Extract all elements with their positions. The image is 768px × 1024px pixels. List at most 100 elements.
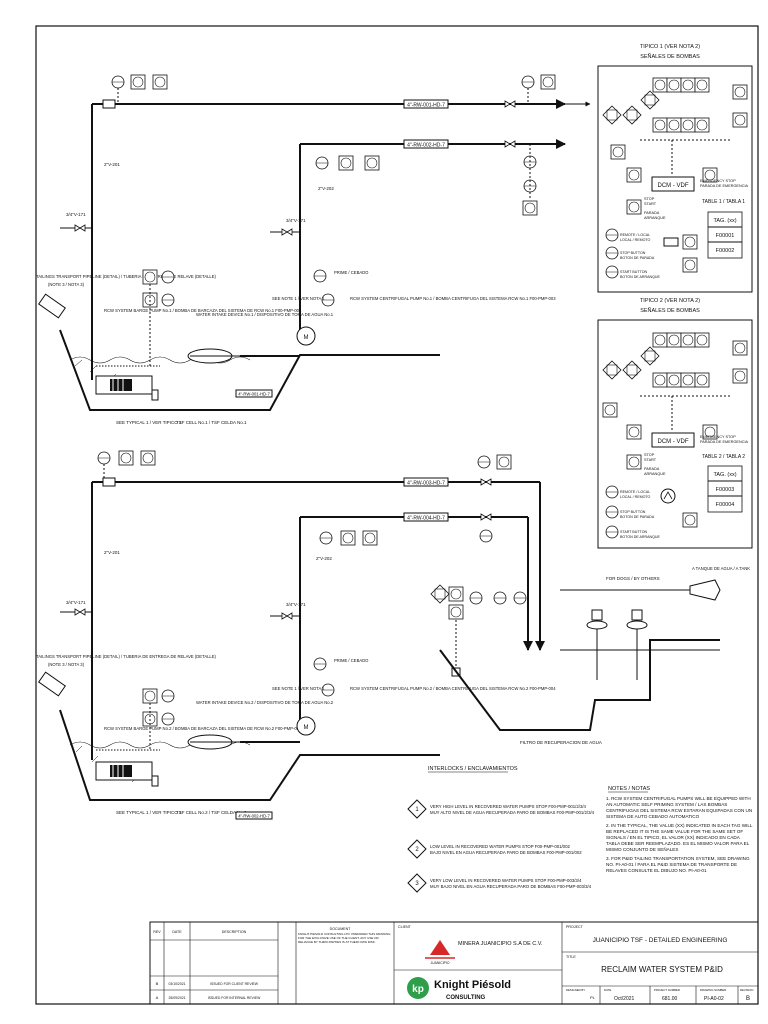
svg-text:DESCRIPTION: DESCRIPTION <box>222 930 247 934</box>
svg-text:BAJO NIVEL EN AGUA RECUPERADA: BAJO NIVEL EN AGUA RECUPERADA PARO DE BO… <box>430 850 582 855</box>
svg-text:REMOTE / LOCAL: REMOTE / LOCAL <box>620 233 650 237</box>
svg-text:F00003: F00003 <box>716 487 735 493</box>
svg-text:TITLE: TITLE <box>566 955 576 959</box>
client-name: MINERA JUANICIPIO S.A DE C.V. <box>458 941 543 947</box>
svg-text:WATER INTAKE DEVICE No.2 / DIS: WATER INTAKE DEVICE No.2 / DISPOSITIVO D… <box>196 700 334 705</box>
barge-pump-label-1: RCW SYSTEM BARGE PUMP No.1 / BOMBA DE BA… <box>104 308 302 313</box>
svg-text:3/4"V-171: 3/4"V-171 <box>66 212 86 217</box>
svg-text:M: M <box>304 335 309 341</box>
svg-text:M: M <box>304 725 309 731</box>
svg-text:TABLE 2 / TABLA 2: TABLE 2 / TABLA 2 <box>702 454 745 460</box>
svg-text:A: A <box>156 995 159 1000</box>
consultant-logo: kp <box>407 977 429 999</box>
svg-text:PI-A0-02: PI-A0-02 <box>704 996 724 1002</box>
svg-text:BOTON DE PARADA: BOTON DE PARADA <box>620 256 655 260</box>
svg-text:VERY LOW LEVEL IN RECOVERED WA: VERY LOW LEVEL IN RECOVERED WATER PUMPS … <box>430 878 582 883</box>
svg-text:3/4"V-171: 3/4"V-171 <box>66 600 86 605</box>
svg-text:SEE TYPICAL 1 / VER TIPICO 1: SEE TYPICAL 1 / VER TIPICO 1 <box>116 810 182 815</box>
svg-text:4"-RW-002-HD-7: 4"-RW-002-HD-7 <box>238 814 270 819</box>
consultant-name: Knight Piésold <box>434 979 511 991</box>
svg-text:B: B <box>746 996 750 1002</box>
svg-text:DCM - VDF: DCM - VDF <box>658 439 689 445</box>
svg-text:FOR DOGS / BY OTHERS: FOR DOGS / BY OTHERS <box>606 576 660 581</box>
svg-text:EMERGENCY STOP: EMERGENCY STOP <box>700 435 736 439</box>
svg-text:BOTON DE ARRANQUE: BOTON DE ARRANQUE <box>620 275 660 279</box>
svg-text:ISSUED FOR CLIENT REVIEW: ISSUED FOR CLIENT REVIEW <box>210 982 259 986</box>
svg-text:DOCUMENT: DOCUMENT <box>330 927 352 931</box>
document-disclaimer: KNIGHT PIESOLD CONSULTING LTD. PREPARED … <box>298 932 391 944</box>
svg-text:TAG. (xx): TAG. (xx) <box>713 218 736 224</box>
svg-text:BOTON DE PARADA: BOTON DE PARADA <box>620 515 655 519</box>
svg-text:JUANICIPIO: JUANICIPIO <box>430 961 449 965</box>
svg-text:PRIME / CEBADO: PRIME / CEBADO <box>334 658 369 663</box>
svg-text:DRAWING NUMBER: DRAWING NUMBER <box>700 988 726 992</box>
svg-text:25/09/2021: 25/09/2021 <box>169 996 186 1000</box>
svg-text:BOTON DE ARRANQUE: BOTON DE ARRANQUE <box>620 535 660 539</box>
svg-text:3: 3 <box>415 881 419 887</box>
svg-text:F00002: F00002 <box>716 248 735 254</box>
svg-text:STOP BUTTON: STOP BUTTON <box>620 251 646 255</box>
svg-text:ARRANQUE: ARRANQUE <box>644 216 666 220</box>
client-logo <box>425 940 455 959</box>
svg-text:3/4"V-171: 3/4"V-171 <box>286 602 306 607</box>
svg-text:SEÑALES DE BOMBAS: SEÑALES DE BOMBAS <box>640 53 700 60</box>
interlocks-section: INTERLOCKS / ENCLAVAMIENTOS 1 VERY HIGH … <box>407 766 595 893</box>
line-label-4: 4"-RW-004-HD-7 <box>407 516 445 522</box>
svg-text:LOW LEVEL IN RECOVERED WATER P: LOW LEVEL IN RECOVERED WATER PUMPS STOP … <box>430 844 570 849</box>
svg-text:START BUTTON: START BUTTON <box>620 530 647 534</box>
svg-text:(NOTE 3 / NOTA 3): (NOTE 3 / NOTA 3) <box>48 662 85 667</box>
interlock-item: 2 LOW LEVEL IN RECOVERED WATER PUMPS STO… <box>407 839 582 859</box>
project-name: JUANICIPIO TSF - DETAILED ENGINEERING <box>593 937 728 944</box>
drawing-title: RECLAIM WATER SYSTEM P&ID <box>601 965 723 974</box>
svg-text:PROJECT NUMBER: PROJECT NUMBER <box>654 988 680 992</box>
flow-instrument <box>111 75 125 89</box>
svg-text:LOCAL / REMOTO: LOCAL / REMOTO <box>620 495 651 499</box>
svg-text:PL: PL <box>590 995 596 1000</box>
svg-text:PARADA: PARADA <box>644 467 660 471</box>
svg-text:STOP BUTTON: STOP BUTTON <box>620 510 646 514</box>
svg-text:EMERGENCY STOP: EMERGENCY STOP <box>700 179 736 183</box>
svg-text:REMOTE / LOCAL: REMOTE / LOCAL <box>620 490 650 494</box>
svg-text:F00004: F00004 <box>716 502 735 508</box>
svg-text:3/4"V-171: 3/4"V-171 <box>286 218 306 223</box>
svg-text:CONSULTING: CONSULTING <box>446 995 486 1001</box>
notes-title: NOTES / NOTAS <box>608 786 650 792</box>
dcs-indicator <box>152 74 168 90</box>
system-1: 4"-RW-001-HD-7 4"-RW-002-HD-7 2"V-201 2"… <box>36 74 591 425</box>
interlocks-title: INTERLOCKS / ENCLAVAMIENTOS <box>428 766 518 772</box>
svg-text:Oct/2021: Oct/2021 <box>614 996 635 1002</box>
svg-text:VERY HIGH LEVEL IN RECOVERED W: VERY HIGH LEVEL IN RECOVERED WATER PUMPS… <box>430 804 587 809</box>
note-item: 3. FOR P&ID TAILING TRANSPORTATION SYSTE… <box>606 856 750 873</box>
svg-text:PROJECT: PROJECT <box>566 925 584 929</box>
centrifugal-pump-label-2: RCW SYSTEM CENTRIFUGAL PUMP No.2 / BOMBA… <box>350 686 556 691</box>
line-label-3: 4"-RW-003-HD-7 <box>407 481 445 487</box>
line-label-1: 4"-RW-001-HD-7 <box>407 103 445 109</box>
note-item: 1. RCW SYSTEM CENTRIFUGAL PUMPS WILL BE … <box>606 796 753 819</box>
svg-text:PRIME / CEBADO: PRIME / CEBADO <box>334 270 369 275</box>
svg-text:TAG. (xx): TAG. (xx) <box>713 472 736 478</box>
svg-text:STOP: STOP <box>644 453 655 457</box>
svg-text:TABLE 1 / TABLA 1: TABLE 1 / TABLA 1 <box>702 199 745 205</box>
centrifugal-pump-label-1: RCW SYSTEM CENTRIFUGAL PUMP No.1 / BOMBA… <box>350 296 556 301</box>
title-block: REV DATE DESCRIPTION B 03/10/2021 ISSUED… <box>149 921 759 1005</box>
svg-text:F00001: F00001 <box>716 233 735 239</box>
dcs-indicator <box>130 74 146 90</box>
svg-text:WATER INTAKE DEVICE No.1 / DIS: WATER INTAKE DEVICE No.1 / DISPOSITIVO D… <box>196 312 334 317</box>
svg-text:2"V-201: 2"V-201 <box>104 550 120 555</box>
svg-text:2"V-202: 2"V-202 <box>316 556 332 561</box>
filter-label: FILTRO DE RECUPERACION DE AGUA <box>520 740 602 745</box>
svg-text:TIPICO 1 (VER NOTA 2): TIPICO 1 (VER NOTA 2) <box>640 44 700 50</box>
notes-section: NOTES / NOTAS 1. RCW SYSTEM CENTRIFUGAL … <box>606 786 753 873</box>
svg-text:START BUTTON: START BUTTON <box>620 270 647 274</box>
svg-text:START: START <box>644 458 657 462</box>
svg-text:kp: kp <box>412 984 424 995</box>
line-label-2: 4"-RW-002-HD-7 <box>407 143 445 149</box>
svg-text:PARADA: PARADA <box>644 211 660 215</box>
typical-2: TIPICO 2 (VER NOTA 2) SEÑALES DE BOMBAS … <box>597 298 753 549</box>
svg-text:CLIENT: CLIENT <box>398 925 412 929</box>
svg-text:DCM - VDF: DCM - VDF <box>658 183 689 189</box>
svg-text:TIPICO 2 (VER NOTA 2): TIPICO 2 (VER NOTA 2) <box>640 298 700 304</box>
svg-text:2"V-201: 2"V-201 <box>104 162 120 167</box>
svg-text:MUY ALTO NIVEL DE AGUA RECUPER: MUY ALTO NIVEL DE AGUA RECUPERADA PARO D… <box>430 810 595 815</box>
